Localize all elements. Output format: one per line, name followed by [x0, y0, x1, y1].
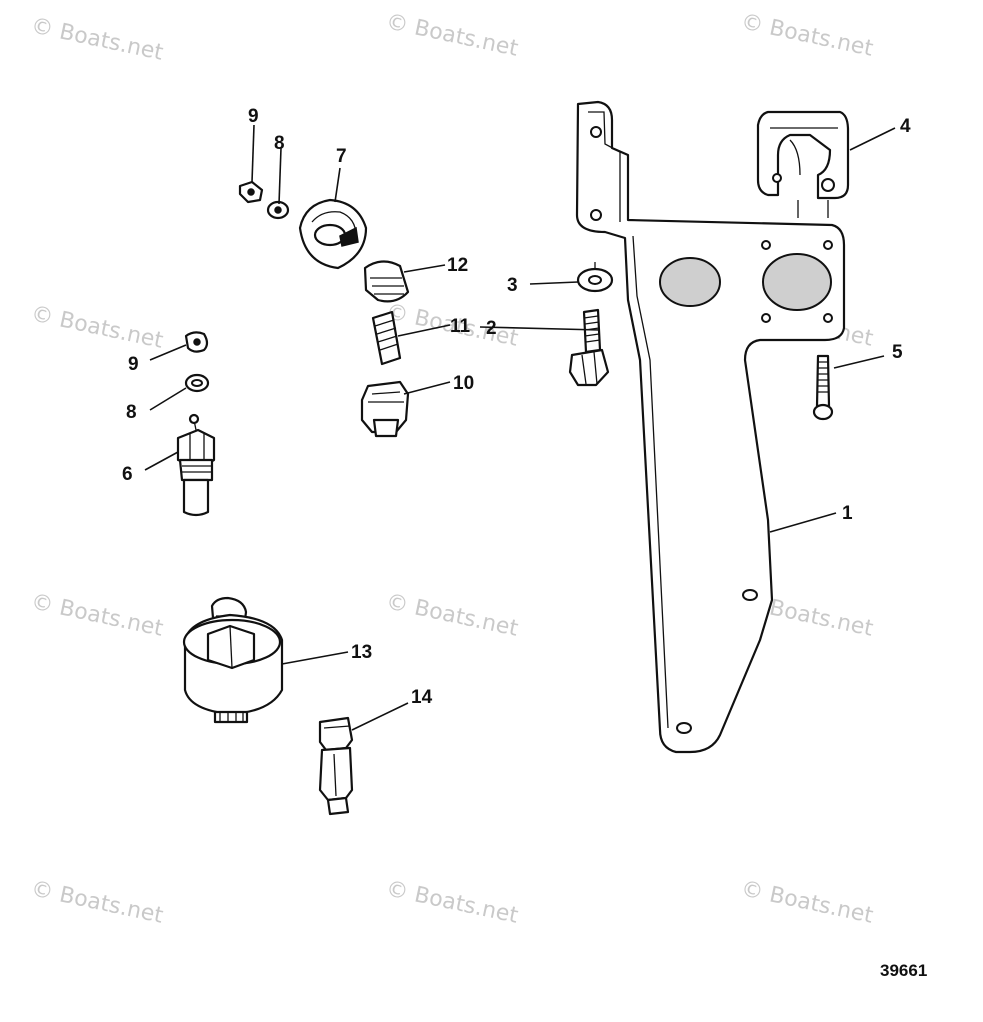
mount-hole	[823, 240, 833, 250]
callout-6: 6	[122, 464, 133, 485]
watermark: © Boats.net	[384, 876, 521, 928]
callout-14: 14	[411, 687, 433, 708]
large-opening	[762, 253, 832, 311]
mount-hole	[590, 209, 602, 221]
watermark: © Boats.net	[29, 589, 166, 641]
watermark: © Boats.net	[29, 876, 166, 928]
part-2-bolt	[568, 308, 610, 387]
callout-1: 1	[842, 503, 853, 524]
part-11-nipple	[371, 310, 402, 366]
callout-5: 5	[892, 342, 903, 363]
callout-10: 10	[453, 373, 474, 394]
part-8-washer-upper	[266, 200, 290, 220]
mount-hole	[823, 313, 833, 323]
callout-2: 2	[486, 318, 497, 339]
part-10-adapter	[360, 380, 410, 438]
watermark: © Boats.net	[739, 876, 876, 928]
part-8-washer-lower	[184, 373, 210, 393]
callout-9-lower: 9	[128, 354, 139, 375]
callout-7: 7	[336, 146, 347, 167]
callout-3: 3	[507, 275, 518, 296]
part-3-washer	[576, 262, 614, 293]
callout-12: 12	[447, 255, 468, 276]
watermark: © Boats.net	[739, 9, 876, 61]
part-9-nut-upper	[238, 180, 264, 204]
mount-hole	[742, 589, 758, 601]
large-opening	[659, 257, 721, 307]
drawing-number: 39661	[880, 961, 927, 980]
part-14-fitting	[318, 716, 354, 816]
part-5-screw	[812, 354, 834, 421]
callout-8-lower: 8	[126, 402, 137, 423]
callout-9-upper: 9	[248, 106, 259, 127]
watermark: © Boats.net	[29, 13, 166, 65]
part-7-sender	[298, 198, 368, 270]
watermark: © Boats.net	[384, 9, 521, 61]
mount-hole	[590, 126, 602, 138]
leader-lines	[144, 124, 896, 731]
part-13-sensor	[182, 596, 284, 724]
callout-13: 13	[351, 642, 372, 663]
part-9-nut-lower	[184, 331, 209, 353]
mount-hole	[761, 313, 771, 323]
mount-hole	[761, 240, 771, 250]
watermark: © Boats.net	[384, 589, 521, 641]
part-4-clip	[756, 110, 850, 218]
mount-hole	[676, 722, 692, 734]
watermark: © Boats.net	[29, 301, 166, 353]
part-1-bracket	[575, 100, 846, 754]
part-6-temp-sender	[176, 413, 216, 517]
part-12-elbow	[363, 260, 410, 303]
callout-labels: 1 2 3 4 5 6 7 8 8 9 9 10 11 12 13 14	[122, 106, 911, 708]
callout-4: 4	[900, 116, 911, 137]
callout-11: 11	[450, 316, 471, 337]
callout-8-upper: 8	[274, 133, 285, 154]
